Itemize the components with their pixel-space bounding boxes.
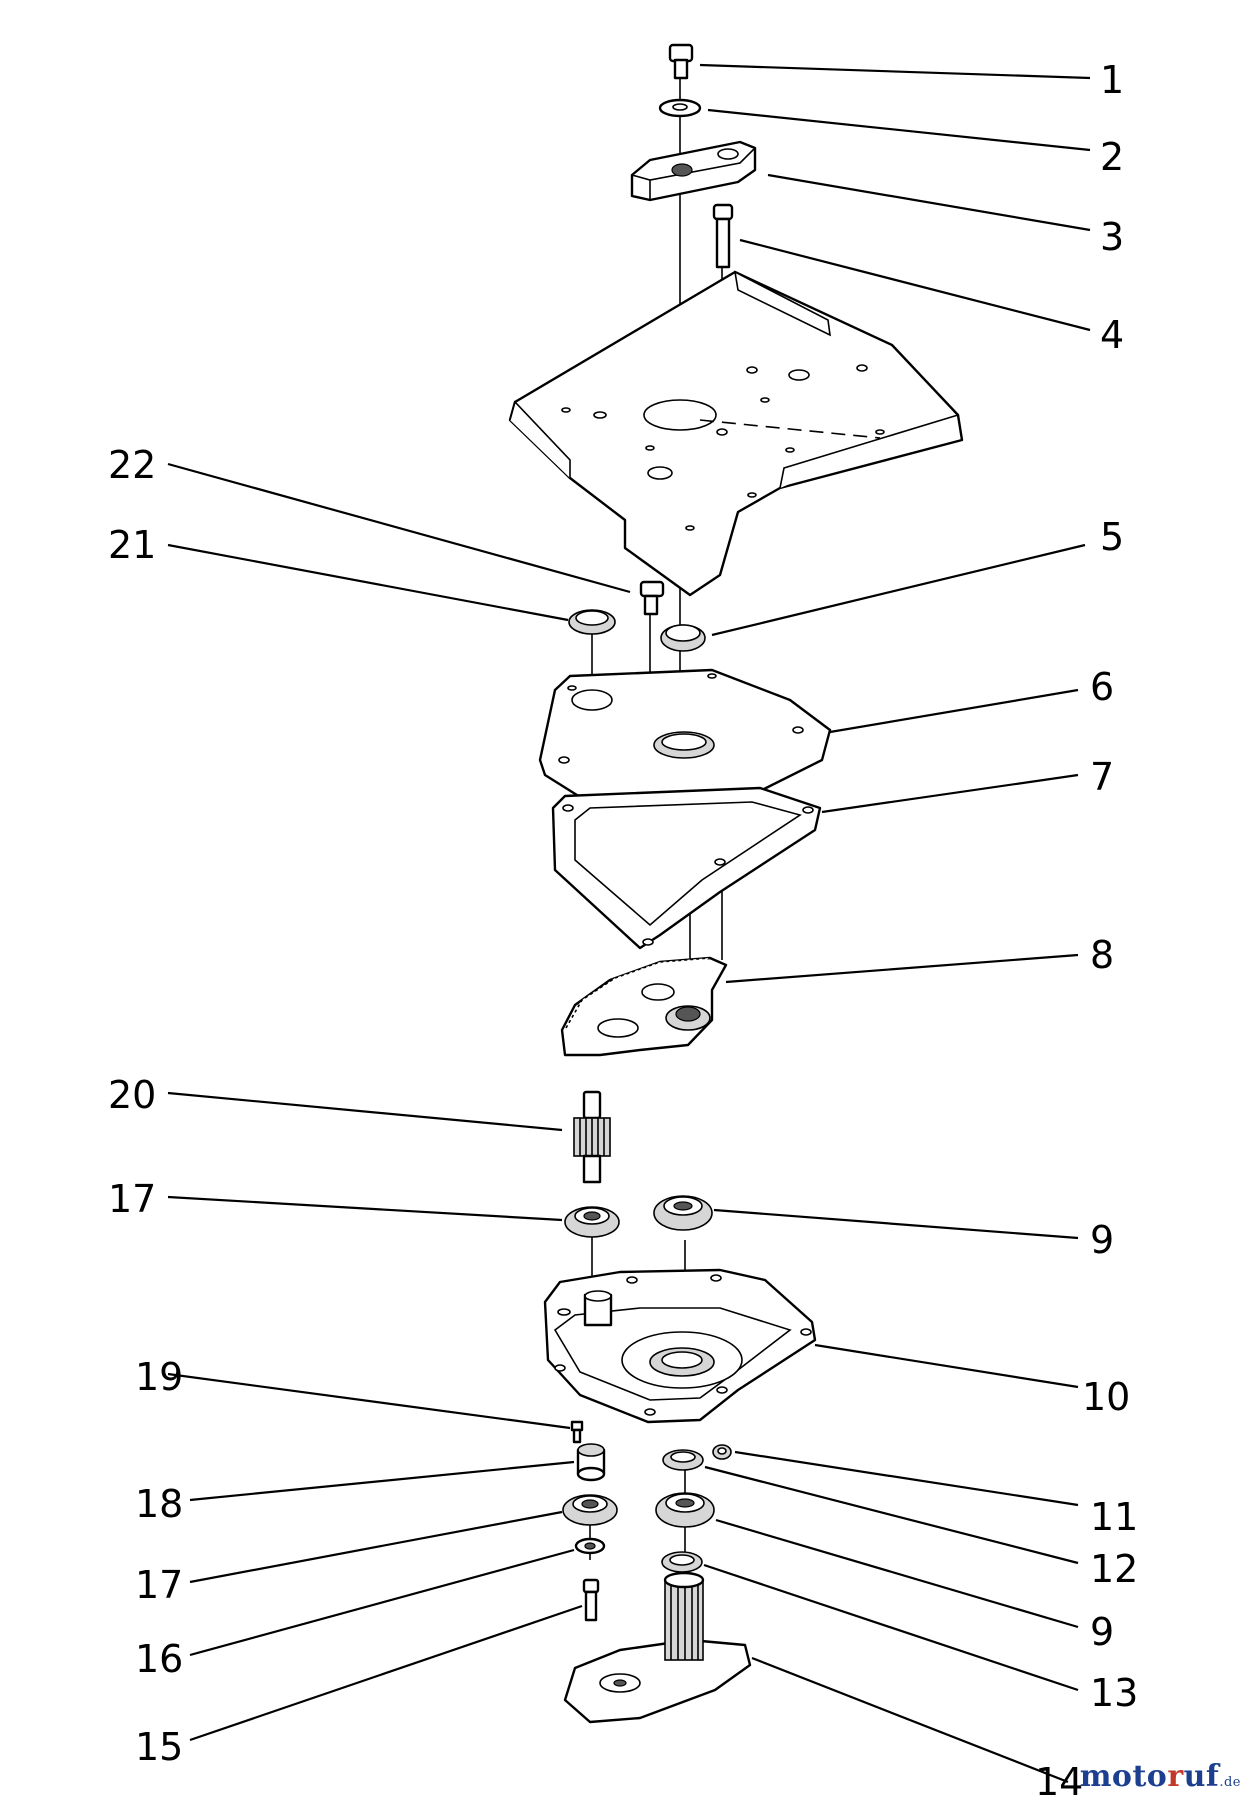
leader-2 [707, 108, 1091, 152]
part-9-bearing-lower [655, 1492, 715, 1528]
callout-19: 19 [135, 1355, 183, 1399]
leader-9-upper [713, 1208, 1079, 1240]
callout-1: 1 [1100, 58, 1124, 102]
watermark-logo: motoruf.de [1080, 1759, 1241, 1794]
part-14-arm-with-shaft [563, 1571, 752, 1724]
leader-20 [167, 1091, 563, 1132]
part-19-screw [570, 1420, 584, 1444]
watermark-text-accent: r [1167, 1759, 1184, 1794]
leader-21 [167, 543, 569, 622]
callout-11: 11 [1090, 1495, 1138, 1539]
leader-7 [821, 773, 1079, 814]
callout-8: 8 [1090, 933, 1114, 977]
part-20-pinion-shaft [573, 1090, 611, 1184]
callout-7: 7 [1090, 755, 1114, 799]
part-12-washer [662, 1449, 704, 1471]
part-22-screw [639, 580, 665, 616]
leader-4 [739, 238, 1091, 332]
part-13-washer [661, 1551, 703, 1573]
part-11-nut [712, 1444, 732, 1460]
callout-4: 4 [1100, 313, 1124, 357]
leader-19 [167, 1372, 571, 1430]
part-16-washer [574, 1537, 606, 1555]
callout-18: 18 [135, 1482, 183, 1526]
leader-17-upper [167, 1195, 563, 1222]
leader-6 [829, 688, 1079, 734]
callout-20: 20 [108, 1073, 156, 1117]
leader-5 [711, 543, 1086, 637]
callout-14: 14 [1035, 1760, 1083, 1800]
leader-12 [704, 1465, 1079, 1565]
part-7-gasket [551, 786, 822, 950]
leader-15 [189, 1604, 583, 1742]
callout-17-lower: 17 [135, 1563, 183, 1607]
leader-3 [767, 173, 1091, 232]
part-18-spacer [576, 1443, 606, 1482]
part-15-screw [582, 1578, 600, 1622]
part-10-gear-housing [543, 1268, 817, 1424]
callout-22: 22 [108, 443, 156, 487]
leader-11 [734, 1450, 1079, 1507]
watermark-text-a: moto [1079, 1759, 1168, 1794]
watermark-text-b: uf [1183, 1759, 1220, 1794]
part-1-bolt [668, 43, 694, 80]
leader-16 [189, 1548, 575, 1657]
leader-18 [189, 1460, 575, 1502]
part-9-bearing-upper [653, 1195, 713, 1231]
leader-1 [699, 63, 1091, 80]
callout-16: 16 [135, 1637, 183, 1681]
leader-9-lower [715, 1518, 1079, 1629]
leader-13 [703, 1563, 1079, 1692]
callout-13: 13 [1090, 1671, 1138, 1715]
leader-17-lower [189, 1510, 563, 1584]
leader-14 [751, 1656, 1069, 1784]
callout-9-lower: 9 [1090, 1610, 1114, 1654]
mounting-plate [508, 270, 964, 597]
leader-22 [167, 462, 631, 594]
callout-3: 3 [1100, 215, 1124, 259]
callout-12: 12 [1090, 1547, 1138, 1591]
part-17-bearing-lower [562, 1494, 618, 1526]
part-17-bearing-upper [564, 1206, 620, 1238]
callout-2: 2 [1100, 135, 1124, 179]
leader-10 [814, 1343, 1079, 1389]
part-2-washer [658, 98, 702, 118]
part-5-bushing [660, 624, 706, 652]
part-21-bushing [568, 609, 616, 635]
callout-15: 15 [135, 1725, 183, 1769]
callout-5: 5 [1100, 515, 1124, 559]
callout-numbers: 1 2 3 4 5 6 7 8 9 10 11 12 9 13 14 22 21… [108, 58, 1138, 1800]
part-8-sector-gear [560, 956, 728, 1057]
watermark-tld: .de [1219, 1775, 1241, 1790]
callout-6: 6 [1090, 665, 1114, 709]
callout-17-upper: 17 [108, 1177, 156, 1221]
leader-8 [725, 953, 1079, 984]
part-3-clamp-plate [630, 140, 757, 202]
leader-lines [167, 63, 1091, 1784]
part-4-bolt [712, 203, 734, 269]
callout-21: 21 [108, 523, 156, 567]
callout-9-upper: 9 [1090, 1218, 1114, 1262]
callout-10: 10 [1082, 1375, 1130, 1419]
